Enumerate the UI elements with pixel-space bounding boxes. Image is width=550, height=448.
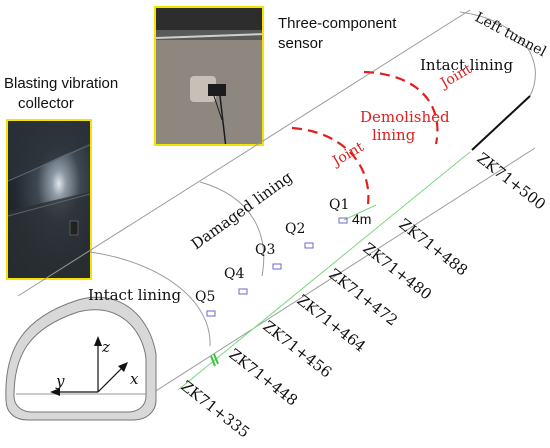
point-label-q3: Q3	[255, 242, 275, 258]
station-label-500: ZK71+500	[474, 149, 550, 214]
sensor-marker-q2	[304, 242, 314, 249]
sensor-marker-q4	[238, 288, 248, 295]
blasting-collector-photo	[6, 119, 92, 280]
guide-line-q1	[343, 204, 377, 221]
left-tunnel-label: Left tunnel	[472, 9, 549, 60]
tunnel-upper-boundary	[17, 9, 471, 297]
section-arc-intact-start	[89, 251, 211, 347]
section-arc-damaged-end	[199, 181, 265, 277]
sensor-marker-q1	[338, 217, 348, 224]
section-marker	[210, 353, 219, 367]
sensor-marker-q3	[272, 263, 282, 270]
demolished-label-line2: lining	[372, 126, 416, 144]
guide-line-main	[177, 151, 471, 391]
damaged-lining-label: Damaged lining	[188, 168, 296, 254]
coordinate-axes	[50, 336, 128, 396]
sensor-label-line2: sensor	[278, 35, 323, 52]
collector-photo-detail	[8, 121, 90, 278]
axis-label-y: y	[55, 372, 65, 390]
collector-label-line1: Blasting vibration	[4, 75, 118, 92]
joint-line-upper	[363, 70, 439, 145]
tunnel-end-face	[459, 11, 536, 97]
joint-line-lower	[291, 126, 370, 205]
sensor-photo	[154, 6, 264, 146]
collector-label-line2: collector	[18, 95, 74, 112]
tunnel-cross-section	[5, 296, 157, 421]
axis-label-x: x	[130, 370, 139, 388]
spacing-label: 4m	[352, 211, 371, 227]
sensor-label-line1: Three-component	[278, 15, 397, 32]
point-label-q5: Q5	[195, 289, 215, 305]
tunnel-lower-boundary	[147, 147, 536, 397]
tunnel-end-edge	[471, 95, 531, 151]
sensor-marker-q5	[206, 310, 216, 317]
point-label-q1: Q1	[329, 197, 349, 213]
axis-label-z: z	[101, 338, 110, 356]
demolished-label-line1: Demolished	[360, 108, 450, 126]
sensor-photo-detail	[156, 8, 262, 144]
intact-lining-top-label: Intact lining	[420, 56, 513, 74]
point-label-q2: Q2	[285, 221, 305, 237]
point-label-q4: Q4	[224, 266, 244, 282]
intact-lining-bottom-label: Intact lining	[88, 286, 181, 304]
station-label-335: ZK71+335	[178, 377, 254, 442]
